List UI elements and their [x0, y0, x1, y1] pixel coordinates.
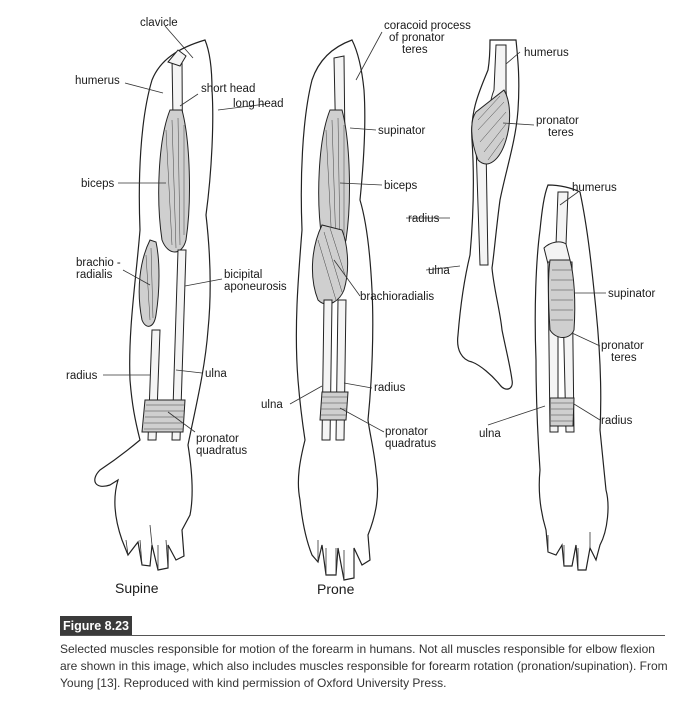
label-ulna-lower-right: ulna [479, 428, 501, 440]
label-humerus: humerus [75, 75, 120, 87]
label-ulna-prone: ulna [261, 399, 283, 411]
label-short-head: short head [201, 83, 255, 95]
supine-arm-illustration [95, 40, 213, 570]
label-radius-prone: radius [374, 382, 406, 394]
label-biceps: biceps [81, 178, 114, 190]
label-biceps-prone: biceps [384, 180, 417, 192]
label-pronator-teres-lower-line1: pronator [601, 340, 644, 352]
label-brachioradialis-line1: brachio - [76, 257, 121, 269]
label-pronator-quadratus-prone-line2: quadratus [385, 438, 436, 450]
panel-title-supine: Supine [115, 580, 159, 596]
label-pronator-quadratus-prone-line1: pronator [385, 426, 428, 438]
lower-right-forearm-illustration [535, 185, 608, 570]
figure-label: Figure 8.23 [60, 616, 132, 636]
label-pronator-teres-lower-line2: teres [611, 352, 637, 364]
label-coracoid-line2: of pronator [389, 32, 445, 44]
label-pronator-teres-line2: teres [548, 127, 574, 139]
label-pronator-quadratus-line2: quadratus [196, 445, 247, 457]
label-supinator: supinator [378, 125, 425, 137]
label-supinator-lower-right: supinator [608, 288, 655, 300]
label-ulna: ulna [205, 368, 227, 380]
label-ulna-upper: ulna [428, 265, 450, 277]
label-long-head: long head [233, 98, 284, 110]
label-brachioradialis-prone: brachioradialis [360, 291, 434, 303]
label-pronator-teres-line1: pronator [536, 115, 579, 127]
label-humerus-upper-right: humerus [524, 47, 569, 59]
figure-caption-rule [60, 635, 665, 636]
label-brachioradialis-line2: radialis [76, 269, 113, 281]
label-bicipital-line1: bicipital [224, 269, 262, 281]
label-radius-upper: radius [408, 213, 440, 225]
label-coracoid-line3: teres [402, 44, 428, 56]
panel-title-prone: Prone [317, 581, 355, 597]
label-coracoid-line1: coracoid process [384, 20, 471, 32]
figure-caption: Selected muscles responsible for motion … [60, 641, 670, 692]
label-humerus-lower-right: humerus [572, 182, 617, 194]
label-radius: radius [66, 370, 98, 382]
label-pronator-quadratus-line1: pronator [196, 433, 239, 445]
label-radius-lower-right: radius [601, 415, 633, 427]
upper-right-elbow-illustration [458, 40, 519, 389]
label-bicipital-line2: aponeurosis [224, 281, 287, 293]
prone-arm-illustration [296, 40, 377, 580]
label-clavicle: clavicle [140, 17, 178, 29]
